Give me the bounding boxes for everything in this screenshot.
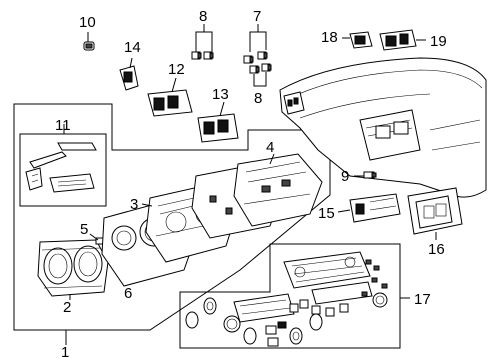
part-17-knobs: [185, 297, 323, 345]
leader-4: [269, 153, 275, 165]
part-2-cluster-lens: [37, 239, 109, 297]
part-9-screw: [363, 171, 377, 179]
callout-7: 7: [253, 8, 261, 25]
callout-11: 11: [55, 117, 71, 134]
part-12-switch: [147, 89, 193, 117]
leader-13: [219, 101, 225, 117]
part-10-clip: [83, 41, 95, 51]
callout-6: 6: [124, 285, 132, 302]
part-17-climate-panel: [233, 251, 388, 323]
callout-4: 4: [266, 139, 274, 156]
leader-7: [249, 31, 267, 52]
callout-15: 15: [318, 205, 335, 222]
part-8-bulbs-upper: [191, 51, 214, 60]
group-17-box: [179, 243, 401, 349]
leader-8-lower: [253, 72, 267, 87]
callout-16: 16: [428, 241, 445, 258]
part-15-switch-panel: [349, 193, 401, 223]
leader-15: [337, 209, 351, 213]
callout-13: 13: [212, 86, 229, 103]
callout-18: 18: [321, 29, 338, 46]
callout-19: 19: [430, 33, 447, 50]
callout-10: 10: [79, 14, 96, 31]
callout-12: 12: [168, 61, 185, 78]
part-4-circuit-board: [191, 153, 323, 239]
part-19-switch: [379, 29, 417, 51]
callout-9: 9: [341, 168, 349, 185]
part-14-switch: [119, 65, 139, 91]
callout-5: 5: [80, 221, 88, 238]
part-17-screws: [361, 259, 388, 297]
callout-17: 17: [414, 291, 431, 308]
callout-1: 1: [61, 344, 69, 360]
part-11-bracket: [25, 142, 97, 193]
part-13-switch: [197, 113, 239, 143]
part-7-bulbs: [243, 51, 272, 74]
callout-3: 3: [130, 196, 138, 213]
group-11-box: [19, 133, 107, 207]
part-17-buttons: [265, 299, 349, 347]
leader-5: [89, 233, 99, 241]
callout-8-lower: 8: [254, 90, 262, 107]
callout-2: 2: [63, 299, 71, 316]
leader-8-upper: [195, 31, 213, 52]
part-16-display-unit: [407, 187, 463, 235]
callout-14: 14: [124, 39, 141, 56]
leader-12: [171, 77, 177, 93]
part-18-switch: [349, 31, 373, 49]
dashboard: [279, 57, 487, 198]
leader-14: [129, 57, 133, 69]
callout-8-upper: 8: [199, 8, 207, 25]
leader-3: [141, 203, 153, 207]
